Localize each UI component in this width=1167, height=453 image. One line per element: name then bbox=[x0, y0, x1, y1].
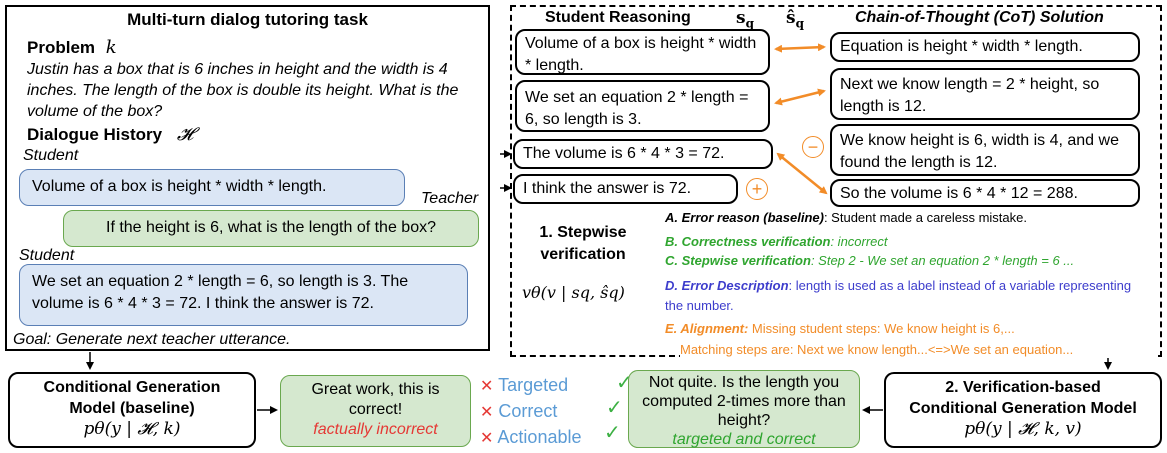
cot-step-2: Next we know length = 2 * height, so len… bbox=[830, 68, 1140, 120]
alignment-arrow-1 bbox=[774, 43, 826, 53]
student-reasoning-header: Student Reasoning bbox=[545, 9, 691, 26]
error-desc-label: D. Error Description bbox=[665, 278, 789, 293]
baseline-output-text: Great work, this is correct! bbox=[311, 381, 440, 418]
teacher-label: Teacher bbox=[421, 190, 479, 207]
baseline-formula: pθ(y | 𝓗, k) bbox=[83, 419, 181, 439]
sq-hat-sub: q bbox=[795, 16, 804, 31]
alignment-line: E. Alignment: Missing student steps: We … bbox=[665, 320, 1155, 337]
stepwise-label: C. Stepwise verification bbox=[665, 253, 811, 268]
cot-step-1: Equation is height * width * length. bbox=[830, 32, 1140, 62]
criterion-targeted: ✕ Targeted bbox=[480, 373, 581, 399]
sq-letter: s bbox=[736, 8, 746, 28]
history-symbol: 𝓗 bbox=[176, 124, 194, 145]
verified-output-text: Not quite. Is the length you computed 2-… bbox=[642, 374, 846, 429]
stepwise-text: : Step 2 - We set an equation 2 * length… bbox=[810, 253, 1075, 268]
problem-symbol: k bbox=[105, 37, 117, 58]
alignment-text: Missing student steps: We know height is… bbox=[748, 321, 1015, 336]
problem-label: Problem bbox=[27, 38, 96, 57]
history-heading: Dialogue History 𝓗 bbox=[27, 124, 193, 145]
teacher-message: If the height is 6, what is the length o… bbox=[63, 210, 479, 247]
check-icon: ✓ bbox=[606, 397, 623, 419]
plus-icon: + bbox=[746, 178, 768, 200]
alignment-arrow-3 bbox=[776, 152, 828, 195]
cross-icon: ✕ bbox=[480, 404, 494, 421]
correctness-text: : incorrect bbox=[830, 234, 888, 249]
student-step-2: We set an equation 2 * length = 6, so le… bbox=[515, 80, 770, 132]
correctness-line: B. Correctness verification: incorrect bbox=[665, 233, 1155, 250]
problem-text: Justin has a box that is 6 inches in hei… bbox=[27, 61, 459, 120]
stepwise-verification-title: 1. Stepwise verification bbox=[539, 224, 627, 263]
student-label-2: Student bbox=[19, 247, 75, 264]
verified-output: Not quite. Is the length you computed 2-… bbox=[628, 370, 860, 448]
verified-model-line1: 2. Verification-based bbox=[945, 379, 1101, 396]
sq-symbol: sq bbox=[736, 8, 754, 30]
criterion-label: Correct bbox=[498, 401, 558, 421]
problem-heading: Problem k bbox=[27, 37, 117, 58]
student-message-1: Volume of a box is height * width * leng… bbox=[19, 169, 405, 206]
stepwise-line: C. Stepwise verification: Step 2 - We se… bbox=[665, 252, 1157, 269]
student-message-2: We set an equation 2 * length = 6, so le… bbox=[19, 264, 468, 326]
alignment-label: E. Alignment: bbox=[665, 321, 749, 336]
error-reason-line: A. Error reason (baseline): Student made… bbox=[665, 209, 1155, 226]
verified-model-line2: Conditional Generation Model bbox=[909, 400, 1137, 417]
baseline-model-line2: Model (baseline) bbox=[69, 400, 195, 417]
cot-step-4: So the volume is 6 * 4 * 12 = 288. bbox=[830, 179, 1140, 207]
check-icon: ✓ bbox=[604, 422, 621, 444]
error-desc-line: D. Error Description: length is used as … bbox=[665, 276, 1145, 316]
verified-note: targeted and correct bbox=[672, 431, 816, 448]
sq-hat-symbol: ŝq bbox=[786, 8, 804, 30]
criterion-label: Targeted bbox=[498, 375, 569, 395]
student-step-1: Volume of a box is height * width * leng… bbox=[515, 29, 770, 75]
criterion-actionable: ✕ Actionable bbox=[480, 425, 581, 451]
cross-icon: ✕ bbox=[480, 378, 494, 395]
cross-icon: ✕ bbox=[480, 430, 494, 447]
baseline-note: factually incorrect bbox=[313, 421, 438, 438]
student-step-3: The volume is 6 * 4 * 3 = 72. bbox=[513, 139, 773, 169]
verified-formula: pθ(y | 𝓗, k, v) bbox=[964, 419, 1082, 439]
goal-text: Goal: Generate next teacher utterance. bbox=[13, 331, 291, 348]
alignment-arrow-2 bbox=[774, 88, 826, 106]
sq-sub: q bbox=[745, 16, 754, 31]
student-step-4: I think the answer is 72. bbox=[513, 174, 738, 204]
error-desc-text: : length is used as a label instead of a… bbox=[665, 278, 1132, 313]
verified-model-box: 2. Verification-based Conditional Genera… bbox=[884, 372, 1162, 448]
cot-step-3: We know height is 6, width is 4, and we … bbox=[830, 124, 1140, 176]
error-reason-label: A. Error reason (baseline) bbox=[665, 210, 824, 225]
criterion-label: Actionable bbox=[497, 427, 582, 447]
correctness-label: B. Correctness verification bbox=[665, 234, 831, 249]
sq-hat-letter: ŝ bbox=[786, 8, 796, 28]
criterion-correct: ✕ Correct bbox=[480, 399, 581, 425]
baseline-output: Great work, this is correct! factually i… bbox=[280, 375, 471, 447]
history-label: Dialogue History bbox=[27, 125, 163, 144]
student-label-1: Student bbox=[23, 147, 79, 164]
panel-title: Multi-turn dialog tutoring task bbox=[127, 10, 368, 29]
criteria-list: ✕ Targeted ✕ Correct ✕ Actionable bbox=[480, 373, 581, 451]
error-reason-text: : Student made a careless mistake. bbox=[823, 210, 1027, 225]
baseline-model-box: Conditional Generation Model (baseline) … bbox=[8, 372, 256, 448]
baseline-model-line1: Conditional Generation bbox=[43, 379, 221, 396]
cot-header: Chain-of-Thought (CoT) Solution bbox=[855, 9, 1104, 26]
dialog-task-panel: Multi-turn dialog tutoring task Problem … bbox=[5, 5, 490, 351]
verifier-formula: vθ(v | sq, ŝq) bbox=[522, 283, 625, 302]
matching-line: Matching steps are: Next we know length.… bbox=[680, 341, 1158, 358]
